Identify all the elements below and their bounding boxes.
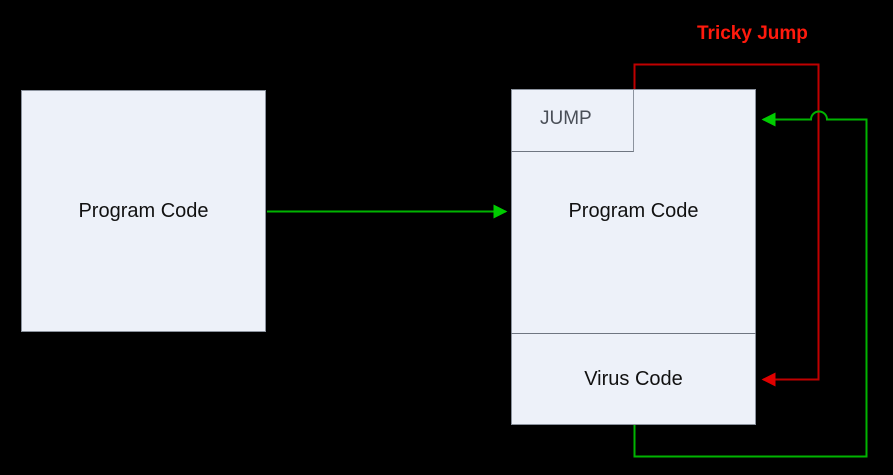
jump-instruction-box [511, 89, 634, 152]
original-program-box [21, 90, 266, 332]
original-program-label: Program Code [78, 200, 209, 222]
infected-program-code-label: Program Code [568, 200, 699, 222]
jump-instruction-label: JUMP [540, 108, 592, 129]
virus-code-label: Virus Code [584, 368, 683, 390]
virus-return-path [633, 110, 868, 458]
program-virus-divider [511, 333, 756, 334]
tricky-jump-path [633, 63, 820, 387]
tricky-jump-annotation: Tricky Jump [697, 23, 808, 44]
